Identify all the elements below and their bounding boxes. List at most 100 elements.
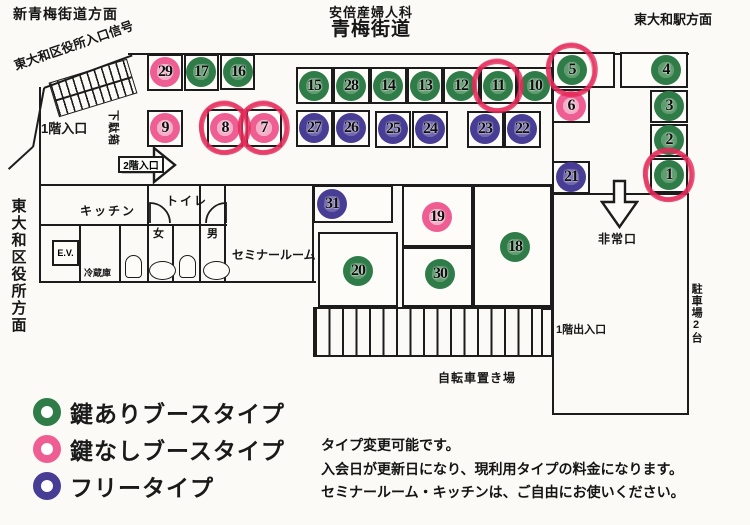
booth-10-marker: 10 [520, 71, 550, 101]
booth-number: 31 [325, 195, 340, 212]
seminar-wall-right [312, 184, 314, 283]
booth-30-marker: 30 [425, 259, 455, 289]
booth-28-marker: 28 [336, 71, 366, 101]
booth-21-marker: 21 [556, 162, 586, 192]
rooms-top-wall [39, 184, 553, 186]
booth-number: 18 [508, 238, 523, 255]
booth-number: 26 [344, 119, 359, 136]
booth-number: 14 [381, 77, 396, 94]
door-arc-men [205, 202, 227, 224]
toilet-icon [203, 261, 230, 280]
rooms-mid-wall [39, 224, 227, 226]
women-wall-left [147, 184, 149, 283]
clinic-label: 安倍産婦人科 [329, 5, 414, 20]
toilet-label: トイレ [166, 194, 209, 208]
fridge-wall [119, 224, 121, 283]
booth-number: 2 [665, 131, 674, 148]
station-label: 東大和駅方面 [634, 12, 713, 27]
urinal-icon [125, 255, 142, 278]
booth-29-marker: 29 [150, 57, 180, 87]
booth-24-marker: 24 [415, 114, 445, 144]
emergency-exit-arrow [600, 179, 639, 229]
booth-25-marker: 25 [378, 114, 408, 144]
entrance-1f-label: 1階入口 [41, 121, 88, 136]
booth-31-marker: 31 [317, 189, 347, 219]
elevator-label: E.V. [57, 248, 74, 258]
bicycle-label: 自転車置き場 [438, 371, 517, 385]
booth-number: 22 [515, 120, 530, 137]
men-wall-right [224, 184, 226, 283]
booth-4-marker: 4 [651, 55, 681, 85]
booth-number: 24 [423, 120, 438, 137]
toilet-icon [149, 261, 176, 280]
booth-3-marker: 3 [654, 91, 684, 121]
booth-number: 19 [430, 208, 445, 225]
men-wall-left [199, 184, 201, 283]
booth-number: 4 [662, 61, 671, 78]
booth-number: 25 [386, 120, 401, 137]
legend-row-free: フリータイプ [33, 467, 285, 504]
men-label: 男 [207, 228, 218, 240]
note-line: 入会日が更新日になり、現利用タイプの料金になります。 [321, 460, 684, 477]
seminar-room-label: セミナールーム [232, 248, 316, 262]
booth-number: 23 [478, 120, 493, 137]
booth-number: 17 [194, 63, 209, 80]
emergency-exit-label: 非常口 [598, 232, 638, 246]
red-pen-circle [466, 54, 530, 118]
booth-number: 9 [161, 119, 170, 136]
legend-label: フリータイプ [70, 474, 214, 501]
booth-23-marker: 23 [470, 114, 500, 144]
urinal-icon [179, 255, 196, 278]
rooms-bottom-wall [39, 281, 316, 283]
entrance-2f-label: 2階入口 [118, 156, 164, 173]
booth-number: 3 [665, 97, 674, 114]
legend-row-nokey: 鍵なしブースタイプ [33, 430, 285, 467]
street-wall-top [128, 53, 689, 55]
exit-1f-label: 1階出入口 [556, 324, 607, 336]
kitchen-label: キッチン [80, 204, 137, 218]
note-line: セミナールーム・キッチンは、ご自由にお使いください。 [321, 484, 685, 500]
door-arc-women [149, 202, 171, 224]
booth-number: 10 [528, 77, 543, 94]
booth-17-marker: 17 [186, 57, 216, 87]
street-top-left-label: 新青梅街道方面 [13, 6, 118, 22]
booth-22-marker: 22 [507, 114, 537, 144]
booth-9-marker: 9 [150, 113, 180, 143]
women-label: 女 [153, 228, 164, 240]
booth-4-box [620, 52, 688, 88]
booth-27-marker: 27 [299, 113, 329, 143]
booth-number: 12 [454, 77, 469, 94]
booth-number: 30 [433, 265, 448, 282]
booth-number: 15 [307, 77, 322, 94]
booth-15-marker: 15 [299, 71, 329, 101]
booth-number: 20 [351, 262, 366, 279]
legend-label: 鍵なしブースタイプ [70, 437, 285, 464]
booth-number: 13 [418, 77, 433, 94]
key-type-icon [33, 397, 61, 426]
notes: タイプ変更可能です。入会日が更新日になり、現利用タイプの料金になります。セミナー… [321, 434, 685, 505]
booth-19-box [402, 185, 473, 247]
right-hall-wall [552, 53, 554, 194]
booth-18-marker: 18 [500, 232, 530, 262]
booth-26-marker: 26 [336, 113, 366, 143]
booth-16-marker: 16 [223, 57, 253, 87]
elevator-box: E.V. [52, 240, 79, 266]
legend: 鍵ありブースタイプ鍵なしブースタイプフリータイプ [33, 393, 285, 504]
red-pen-circle [232, 96, 296, 160]
booth-14-marker: 14 [373, 71, 403, 101]
booth-number: 6 [567, 97, 576, 114]
free-type-icon [33, 471, 61, 500]
booth-19-marker: 19 [422, 202, 452, 232]
shoe-rack-label: 下駄箱 [107, 110, 120, 146]
parking-label: 駐車場2台 [690, 283, 703, 344]
booth-20-marker: 20 [343, 256, 373, 286]
booth-number: 21 [564, 168, 579, 185]
booth-number: 29 [158, 63, 173, 80]
bicycle-rack [313, 307, 553, 357]
booth-number: 16 [231, 63, 246, 80]
city-office-label: 東大和区役所方面 [9, 198, 27, 334]
nokey-type-icon [33, 434, 61, 463]
booth-13-marker: 13 [410, 71, 440, 101]
fridge-label: 冷蔵庫 [84, 268, 112, 278]
